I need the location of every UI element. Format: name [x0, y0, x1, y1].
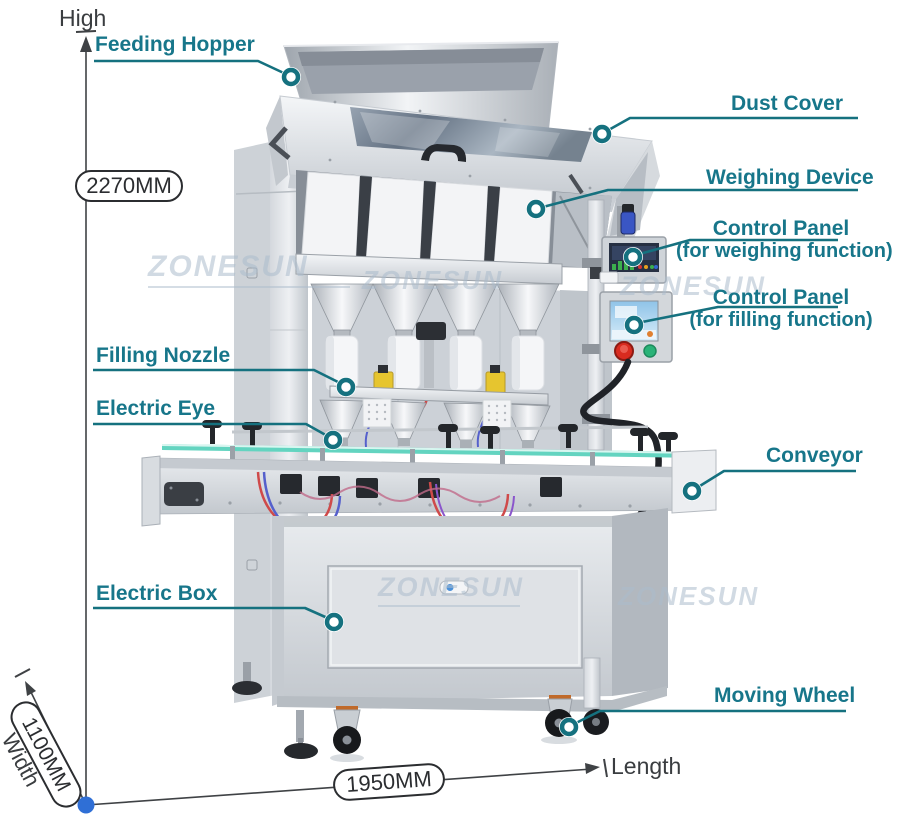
height-badge: 2270MM: [75, 170, 183, 202]
marker-weighing-device: [526, 199, 546, 219]
marker-moving-wheel: [559, 717, 579, 737]
right-column-part: [582, 199, 636, 451]
feeding-hopper-part: [283, 41, 559, 157]
marker-feeding-hopper: [281, 67, 301, 87]
label-filling-nozzle: Filling Nozzle: [96, 344, 231, 367]
marker-electric-box: [324, 612, 344, 632]
label-control-panel-filling-sub: (for filling function): [689, 309, 873, 332]
label-electric-eye: Electric Eye: [96, 397, 216, 420]
callout-line-conveyor: [694, 469, 856, 491]
filling-sleeves-part: [325, 322, 545, 391]
callout-line-feeding-hopper: [94, 59, 289, 77]
lower-cones-part: [319, 398, 551, 448]
frame-tower-part: [232, 142, 308, 703]
callout-line-weighing-device: [538, 188, 858, 210]
callout-line-filling-nozzle: [93, 368, 345, 387]
length-badge: 1950MM: [332, 762, 446, 802]
label-conveyor: Conveyor: [766, 444, 863, 467]
label-dust-cover: Dust Cover: [731, 92, 844, 115]
marker-conveyor: [682, 481, 702, 501]
electric-box-part: [272, 508, 668, 712]
label-control-panel-weighing-title: Control Panel: [712, 217, 850, 240]
moving-wheels-part: [284, 657, 609, 762]
watermark: ZONESUN: [148, 250, 350, 288]
axis-label-high: High: [59, 5, 107, 31]
callout-markers: [281, 67, 702, 737]
label-control-panel-filling: Control Panel (for filling function): [676, 286, 886, 331]
label-control-panel-weighing-sub: (for weighing function): [676, 240, 893, 263]
callout-line-electric-eye: [93, 422, 332, 440]
label-control-panel-weighing: Control Panel (for weighing function): [676, 217, 893, 263]
label-moving-wheel: Moving Wheel: [714, 684, 856, 707]
dust-cover-part: [266, 95, 660, 240]
watermark: ZONESUN: [378, 572, 522, 607]
marker-control-panel-weighing: [623, 247, 643, 267]
filling-nozzle-part: [329, 385, 549, 406]
control-panel-filling-part: [580, 291, 673, 548]
marker-control-panel-filling: [624, 315, 644, 335]
callout-line-dust-cover: [604, 116, 858, 134]
axis-label-length: Length: [611, 753, 682, 779]
label-feeding-hopper: Feeding Hopper: [95, 33, 255, 56]
watermark: ZONESUN: [620, 271, 767, 301]
backplate-part: [312, 284, 612, 456]
label-electric-box: Electric Box: [96, 582, 218, 605]
label-weighing-device: Weighing Device: [706, 166, 874, 189]
label-control-panel-filling-title: Control Panel: [712, 286, 850, 309]
watermark: ZONESUN: [618, 581, 760, 611]
conveyor-part: [141, 420, 717, 540]
callout-line-moving-wheel: [571, 709, 846, 727]
marker-filling-nozzle: [336, 377, 356, 397]
callout-line-electric-box: [93, 606, 333, 622]
watermark: ZONESUN: [362, 265, 504, 295]
valves-part: [364, 365, 541, 448]
height-dimension-line: [75, 30, 97, 805]
marker-dust-cover: [592, 124, 612, 144]
marker-electric-eye: [323, 430, 343, 450]
